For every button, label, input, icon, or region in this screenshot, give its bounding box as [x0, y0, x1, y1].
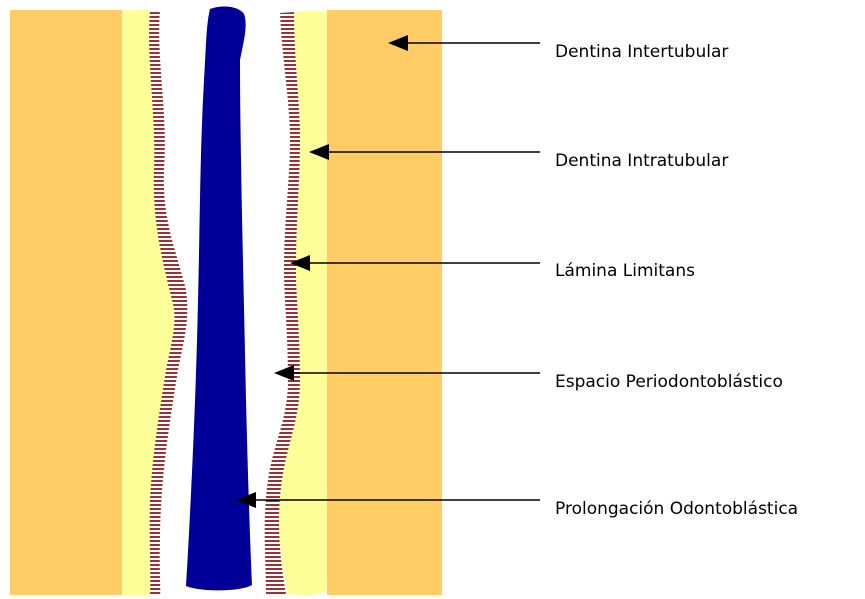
label-lamina-limitans: Lámina Limitans — [555, 261, 695, 281]
label-dentina-intratubular: Dentina Intratubular — [555, 151, 728, 171]
intertubular-dentin-right — [327, 10, 442, 595]
intertubular-dentin-left — [10, 10, 122, 595]
label-espacio-periodontoblastico: Espacio Periodontoblástico — [555, 372, 783, 392]
odontoblastic-process — [186, 6, 252, 590]
label-dentina-intertubular: Dentina Intertubular — [555, 42, 728, 62]
label-prolongacion-odontoblastica: Prolongación Odontoblástica — [555, 499, 798, 519]
